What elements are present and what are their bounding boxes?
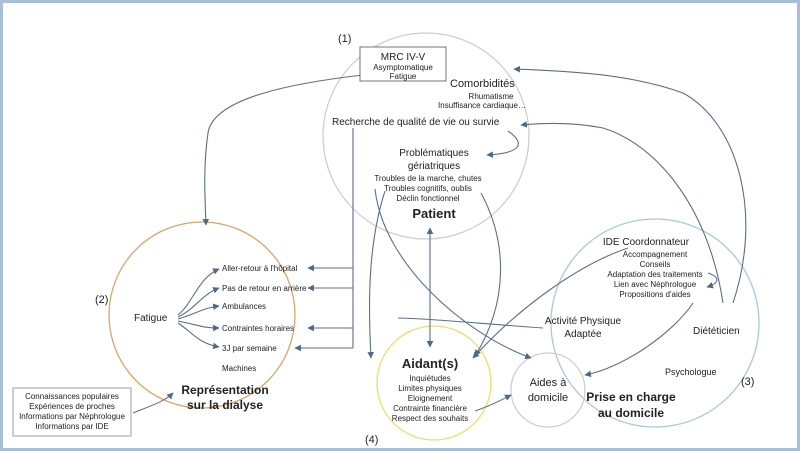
declin-label: Déclin fonctionnel: [396, 194, 459, 203]
arrow-fatigue-pasretour: [177, 287, 220, 318]
arrow-patient-aidant-right: [474, 192, 502, 357]
label-number-4: (4): [365, 434, 378, 446]
psychologue-label: Psychologue: [665, 367, 717, 377]
problematiques-label-2: gériatriques: [408, 161, 460, 172]
aidant-item-5: Respect des souhaits: [392, 414, 469, 423]
arrow-troubles-aides: [374, 188, 532, 360]
arrow-fatigue-3j: [177, 322, 220, 350]
aides-label-1: Aides à: [530, 377, 568, 389]
label-number-1: (1): [338, 33, 351, 45]
dialyse-item-6: Machines: [222, 364, 256, 373]
aidant-item-3: Eloignement: [408, 394, 453, 403]
aides-label-2: domicile: [528, 392, 568, 404]
arrow-sources-dialyse: [132, 392, 174, 414]
dieteticien-label: Diététicien: [693, 326, 740, 337]
aides-circle: [510, 352, 586, 428]
arrow-activite-aidant: [397, 317, 544, 329]
aidant-title: Aidant(s): [402, 356, 458, 371]
ide-item-5: Propositions d'aides: [619, 290, 690, 299]
label-number-2: (2): [95, 294, 108, 306]
troubles-cognitifs-label: Troubles cognitifs, oublis: [384, 184, 472, 193]
aidant-item-1: Inquiétudes: [409, 374, 450, 383]
activite-label-2: Adaptée: [564, 329, 602, 340]
arrow-fatigue-allerretour: [177, 268, 220, 316]
label-number-3: (3): [741, 376, 754, 388]
aidant-item-2: Limites physiques: [398, 384, 462, 393]
activite-label-1: Activité Physique: [545, 316, 622, 327]
ide-item-2: Conseils: [640, 260, 671, 269]
dialyse-title-2: sur la dialyse: [187, 398, 263, 412]
dialyse-item-2: Pas de retour en arrière: [222, 284, 307, 293]
arrow-recherche-problematiques: [486, 130, 519, 158]
aidant-circle: [376, 325, 492, 441]
arrow-ide-loop: [706, 272, 718, 289]
arrow-fatigue-contraintes: [177, 320, 220, 332]
ide-title: IDE Coordonnateur: [603, 237, 690, 248]
troubles-marche-label: Troubles de la marche, chutes: [374, 174, 481, 183]
fatigue-label: Fatigue: [134, 313, 168, 324]
sources-box: [12, 387, 132, 437]
aidant-item-4: Contrainte financière: [393, 404, 467, 413]
dialyse-item-5: 3J par semaine: [222, 344, 277, 353]
mrc-title: MRC IV-V: [381, 52, 426, 63]
ide-item-1: Accompagnement: [623, 250, 688, 259]
recherche-label: Recherche de qualité de vie ou survie: [332, 117, 500, 128]
arrow-patient-dialyse: [202, 74, 364, 226]
arrow-ide-aides: [584, 302, 694, 378]
domicile-title-2: au domicile: [598, 406, 664, 420]
patient-title: Patient: [412, 206, 456, 221]
comorbidites-label: Comorbidités: [450, 78, 515, 90]
dialyse-item-3: Ambulances: [222, 302, 266, 311]
arrow-comorbidites-mrc: [513, 65, 747, 304]
source-item-4: Informations par IDE: [35, 422, 108, 431]
mrc-sub2: Fatigue: [390, 72, 417, 81]
arrow-ide-aidant: [472, 247, 629, 359]
arrow-patient-aidant-left: [367, 190, 386, 359]
dialyse-title-1: Représentation: [181, 383, 268, 397]
patient-circle: [322, 32, 530, 240]
source-item-2: Expériences de proches: [29, 402, 115, 411]
arrow-fatigue-ambulances: [177, 303, 220, 320]
ide-item-4: Lien avec Néphrologue: [614, 280, 697, 289]
ide-item-3: Adaptation des traitements: [607, 270, 702, 279]
source-item-1: Connaissances populaires: [25, 392, 119, 401]
mrc-box: [359, 46, 447, 82]
arrow-dieteticien-recherche: [520, 121, 724, 304]
dialyse-circle: [108, 221, 296, 409]
problematiques-label-1: Problématiques: [399, 148, 468, 159]
source-item-3: Informations par Néphrologue: [19, 412, 125, 421]
dialyse-item-4: Contraintes horaires: [222, 324, 294, 333]
domicile-title-1: Prise en charge: [586, 390, 676, 404]
arrow-aidant-aides: [474, 394, 512, 412]
diagram-canvas: (1) (2) (3) (4) MRC IV-V Asymptomatique …: [12, 32, 760, 446]
rhumatisme-label: Rhumatisme: [469, 92, 514, 101]
mrc-sub1: Asymptomatique: [373, 63, 433, 72]
dialyse-item-1: Aller-retour à l'hôpital: [222, 264, 298, 273]
insuffisance-label: Insuffisance cardiaque…: [438, 101, 526, 110]
domicile-circle: [550, 218, 760, 428]
